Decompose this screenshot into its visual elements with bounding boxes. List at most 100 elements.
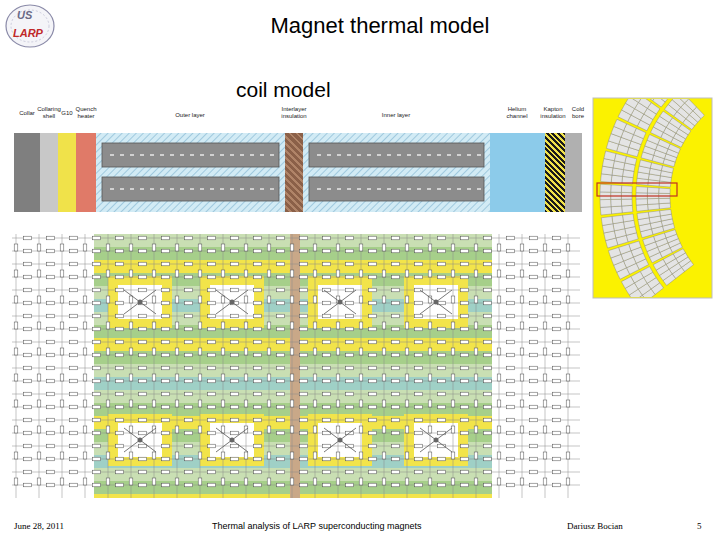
network-stripe bbox=[94, 390, 290, 403]
strand-mark bbox=[477, 188, 481, 189]
network-stripe bbox=[94, 481, 290, 494]
cross-link bbox=[324, 290, 356, 314]
resistor-symbol bbox=[277, 379, 285, 383]
resistor-symbol bbox=[24, 314, 32, 318]
resistor-symbol bbox=[254, 340, 262, 344]
footer-title: Thermal analysis of LARP superconducting… bbox=[212, 522, 492, 532]
layer-band bbox=[76, 133, 96, 212]
resistor-symbol bbox=[116, 444, 124, 448]
resistor-symbol bbox=[543, 478, 547, 485]
resistor-symbol bbox=[24, 444, 32, 448]
coil-block bbox=[636, 187, 648, 193]
resistor-symbol bbox=[566, 400, 570, 407]
resistor-symbol bbox=[359, 478, 363, 485]
resistor-symbol bbox=[382, 452, 386, 459]
resistor-symbol bbox=[244, 348, 248, 355]
cable-cell bbox=[308, 276, 372, 328]
resistor-symbol bbox=[300, 301, 308, 305]
resistor-symbol bbox=[83, 374, 87, 381]
resistor-symbol bbox=[208, 405, 216, 409]
resistor-symbol bbox=[553, 392, 561, 396]
resistor-symbol bbox=[530, 340, 538, 344]
resistor-symbol bbox=[323, 366, 331, 370]
resistor-symbol bbox=[70, 314, 78, 318]
resistor-symbol bbox=[392, 301, 400, 305]
resistor-symbol bbox=[14, 348, 18, 355]
resistor-symbol bbox=[254, 327, 262, 331]
resistor-symbol bbox=[208, 353, 216, 357]
resistor-symbol bbox=[106, 322, 110, 329]
coil-block bbox=[600, 199, 611, 207]
strand-mark bbox=[140, 154, 144, 155]
resistor-symbol bbox=[198, 478, 202, 485]
resistor-symbol bbox=[543, 374, 547, 381]
resistor-symbol bbox=[300, 327, 308, 331]
resistor-symbol bbox=[474, 400, 478, 407]
resistor-symbol bbox=[461, 483, 469, 487]
resistor-symbol bbox=[24, 249, 32, 253]
resistor-symbol bbox=[24, 470, 32, 474]
resistor-symbol bbox=[369, 457, 377, 461]
resistor-symbol bbox=[543, 452, 547, 459]
resistor-symbol bbox=[231, 353, 239, 357]
layer-label: Kapton insulation bbox=[540, 106, 566, 119]
resistor-symbol bbox=[290, 452, 294, 459]
strand-mark bbox=[160, 154, 164, 155]
coil-block bbox=[608, 247, 621, 258]
coil-block bbox=[611, 199, 622, 206]
coil-block bbox=[657, 99, 669, 102]
slide-title: Magnet thermal model bbox=[0, 14, 720, 38]
resistor-symbol bbox=[461, 236, 469, 240]
resistor-symbol bbox=[300, 470, 308, 474]
resistor-symbol bbox=[520, 478, 524, 485]
layer-band bbox=[58, 133, 76, 212]
resistor-symbol bbox=[152, 400, 156, 407]
resistor-symbol bbox=[346, 262, 354, 266]
resistor-symbol bbox=[277, 418, 285, 422]
resistor-symbol bbox=[530, 314, 538, 318]
resistor-symbol bbox=[24, 301, 32, 305]
resistor-symbol bbox=[60, 374, 64, 381]
coil-block bbox=[659, 203, 671, 209]
resistor-symbol bbox=[221, 244, 225, 251]
resistor-symbol bbox=[277, 288, 285, 292]
resistor-symbol bbox=[484, 418, 492, 422]
cross-link bbox=[124, 290, 156, 314]
layer-band bbox=[14, 133, 40, 212]
resistor-symbol bbox=[507, 405, 515, 409]
resistor-symbol bbox=[47, 314, 55, 318]
resistor-symbol bbox=[520, 348, 524, 355]
resistor-symbol bbox=[70, 457, 78, 461]
resistor-symbol bbox=[405, 452, 409, 459]
strand-mark bbox=[120, 188, 124, 189]
resistor-symbol bbox=[254, 431, 262, 435]
resistor-symbol bbox=[47, 366, 55, 370]
resistor-symbol bbox=[392, 249, 400, 253]
logo-ring bbox=[6, 5, 54, 47]
resistor-symbol bbox=[313, 374, 317, 381]
resistor-symbol bbox=[24, 262, 32, 266]
resistor-symbol bbox=[300, 262, 308, 266]
strand-mark bbox=[367, 188, 371, 189]
resistor-symbol bbox=[323, 301, 331, 305]
strand-mark bbox=[357, 188, 361, 189]
resistor-symbol bbox=[47, 418, 55, 422]
resistor-symbol bbox=[346, 483, 354, 487]
resistor-symbol bbox=[162, 470, 170, 474]
resistor-symbol bbox=[162, 457, 170, 461]
resistor-symbol bbox=[415, 301, 423, 305]
thermal-network bbox=[12, 234, 580, 498]
strand-mark bbox=[407, 154, 411, 155]
resistor-symbol bbox=[185, 236, 193, 240]
resistor-symbol bbox=[530, 288, 538, 292]
resistor-symbol bbox=[438, 275, 446, 279]
resistor-symbol bbox=[323, 457, 331, 461]
resistor-symbol bbox=[507, 431, 515, 435]
resistor-symbol bbox=[553, 405, 561, 409]
resistor-symbol bbox=[369, 249, 377, 253]
resistor-symbol bbox=[83, 452, 87, 459]
resistor-symbol bbox=[300, 457, 308, 461]
resistor-symbol bbox=[208, 275, 216, 279]
resistor-symbol bbox=[47, 470, 55, 474]
layer-label: Collar bbox=[15, 110, 39, 117]
